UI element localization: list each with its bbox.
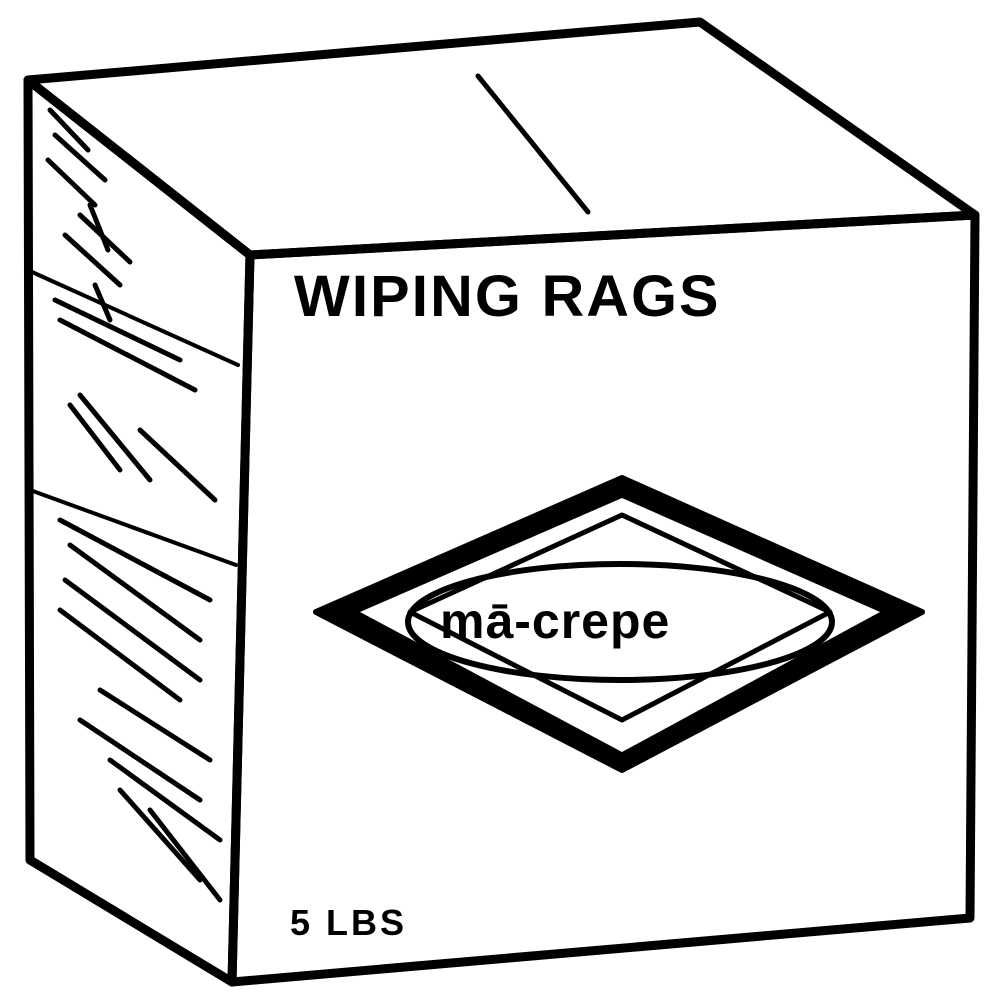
side-lettering <box>45 107 223 903</box>
tape-seam <box>475 73 591 215</box>
brand-oval <box>405 561 835 683</box>
brand-diamond <box>313 475 925 773</box>
brand-logo-text: mā-crepe <box>440 593 671 649</box>
box-title: WIPING RAGS <box>293 264 721 329</box>
box-front-face <box>227 210 980 987</box>
side-seam-upper <box>30 270 240 367</box>
box-weight: 5 LBS <box>290 902 408 943</box>
side-seam-lower <box>28 488 238 567</box>
